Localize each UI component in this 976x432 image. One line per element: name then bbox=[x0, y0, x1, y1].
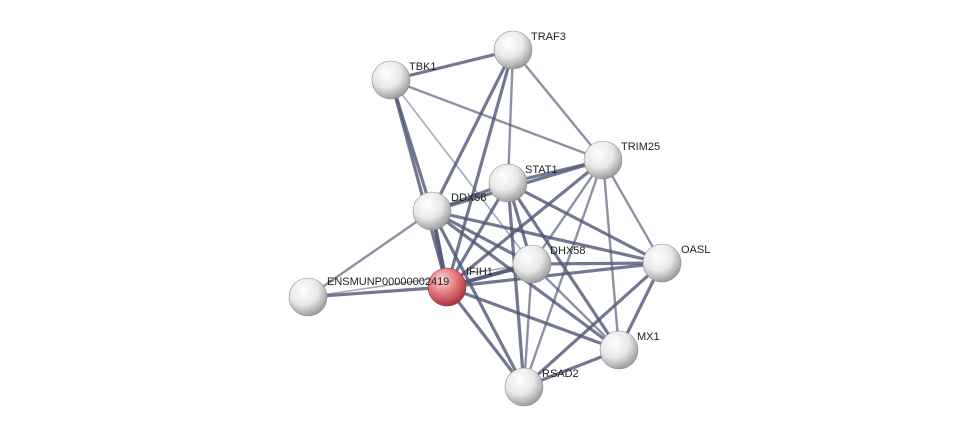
edge-trim25-mx1[interactable] bbox=[601, 158, 621, 352]
node-tbk1[interactable]: TBK1 bbox=[371, 60, 437, 100]
edge-traf3-ddx58[interactable] bbox=[430, 48, 515, 213]
node-label-rsad2: RSAD2 bbox=[542, 368, 579, 380]
node-circle-rsad2[interactable] bbox=[504, 367, 544, 407]
edge-ifih1-rsad2[interactable] bbox=[445, 285, 526, 389]
node-label-mx1: MX1 bbox=[637, 331, 660, 343]
node-label-oasl: OASL bbox=[681, 244, 710, 256]
edge-ifih1-mx1[interactable] bbox=[445, 285, 621, 352]
edge-stat1-oasl[interactable] bbox=[506, 181, 664, 265]
edge-tbk1-ifih1[interactable] bbox=[389, 78, 449, 289]
node-circle-ddx58[interactable] bbox=[412, 191, 452, 231]
node-label-ddx58: DDX58 bbox=[451, 192, 486, 204]
edge-stat1-rsad2[interactable] bbox=[506, 181, 526, 389]
node-ifih1[interactable]: IFIH1 bbox=[427, 266, 493, 307]
node-circle-mx1[interactable] bbox=[599, 330, 639, 370]
edge-traf3-trim25[interactable] bbox=[511, 48, 605, 162]
node-ensmunp00000002419[interactable]: ENSMUNP00000002419 bbox=[288, 276, 449, 317]
node-circle-stat1[interactable] bbox=[488, 163, 528, 203]
edge-stat1-mx1[interactable] bbox=[506, 181, 621, 352]
edge-ifih1-oasl[interactable] bbox=[445, 261, 664, 289]
edge-tbk1-trim25[interactable] bbox=[389, 78, 605, 162]
edge-tbk1-dhx58[interactable] bbox=[390, 79, 533, 265]
edge-trim25-oasl[interactable] bbox=[601, 158, 664, 265]
node-oasl[interactable]: OASL bbox=[642, 243, 710, 283]
edge-ifih1-ensmunp00000002419[interactable] bbox=[306, 285, 449, 299]
edge-traf3-stat1[interactable] bbox=[506, 48, 515, 185]
edge-ddx58-ensmunp00000002419[interactable] bbox=[306, 209, 434, 299]
node-label-trim25: TRIM25 bbox=[621, 141, 660, 153]
node-traf3[interactable]: TRAF3 bbox=[493, 30, 566, 70]
node-circle-traf3[interactable] bbox=[493, 30, 533, 70]
edge-trim25-dhx58[interactable] bbox=[530, 158, 605, 266]
node-circle-dhx58[interactable] bbox=[512, 244, 552, 284]
node-mx1[interactable]: MX1 bbox=[599, 330, 660, 370]
node-rsad2[interactable]: RSAD2 bbox=[504, 367, 579, 407]
edge-dhx58-oasl[interactable] bbox=[530, 261, 664, 266]
edge-dhx58-rsad2[interactable] bbox=[522, 262, 534, 389]
node-label-tbk1: TBK1 bbox=[409, 61, 437, 73]
node-trim25[interactable]: TRIM25 bbox=[583, 140, 660, 180]
edge-traf3-ifih1[interactable] bbox=[445, 48, 515, 289]
node-label-ifih1: IFIH1 bbox=[466, 266, 493, 278]
edge-oasl-rsad2[interactable] bbox=[522, 261, 664, 389]
node-circle-trim25[interactable] bbox=[583, 140, 623, 180]
node-circle-oasl[interactable] bbox=[642, 243, 682, 283]
edge-tbk1-traf3[interactable] bbox=[389, 48, 515, 82]
node-circle-tbk1[interactable] bbox=[371, 60, 411, 100]
edge-dhx58-mx1[interactable] bbox=[530, 262, 621, 352]
node-dhx58[interactable]: DHX58 bbox=[512, 244, 585, 284]
edge-trim25-ifih1[interactable] bbox=[445, 158, 605, 289]
node-stat1[interactable]: STAT1 bbox=[488, 163, 558, 203]
node-label-dhx58: DHX58 bbox=[550, 245, 585, 257]
node-label-traf3: TRAF3 bbox=[531, 31, 566, 43]
node-ddx58[interactable]: DDX58 bbox=[412, 191, 486, 231]
node-circle-ifih1[interactable] bbox=[427, 267, 467, 307]
node-label-stat1: STAT1 bbox=[525, 164, 558, 176]
edge-ddx58-oasl[interactable] bbox=[430, 209, 664, 265]
edge-ensmunp00000002419-dhx58[interactable] bbox=[307, 263, 533, 298]
node-label-ensmunp00000002419: ENSMUNP00000002419 bbox=[327, 276, 449, 288]
node-circle-ensmunp00000002419[interactable] bbox=[288, 277, 328, 317]
